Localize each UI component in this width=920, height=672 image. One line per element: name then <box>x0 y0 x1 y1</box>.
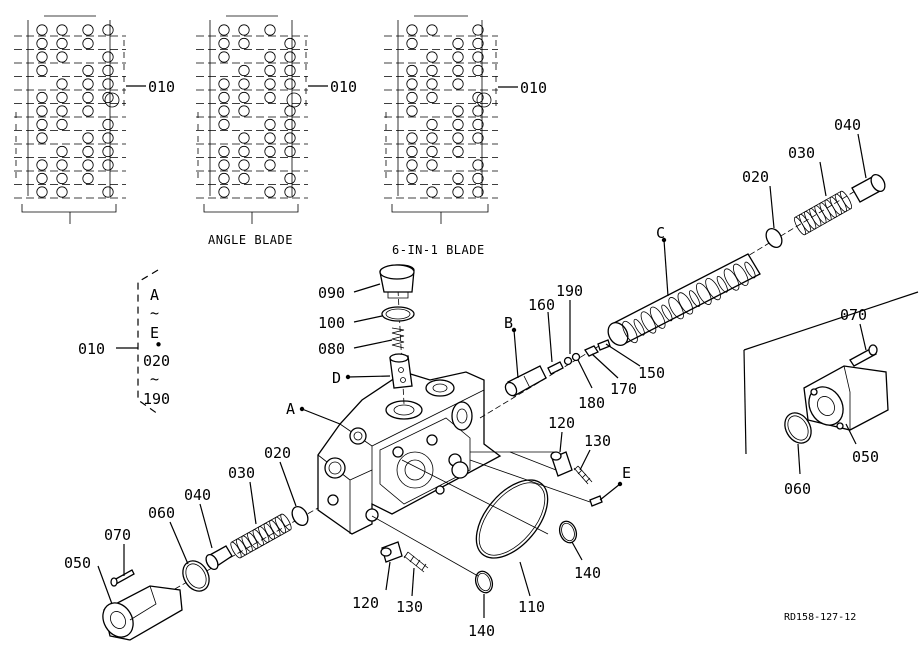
top-plug-stack <box>379 264 415 405</box>
legend-tilde-1: ~ <box>150 304 159 322</box>
label-060-lower: 060 <box>148 504 175 522</box>
label-170: 170 <box>610 380 637 398</box>
legend-bracket: 010 A ~ E • 020 ~ 190 <box>78 269 170 415</box>
label-040-upper: 040 <box>834 116 861 134</box>
label-060-right: 060 <box>784 480 811 498</box>
label-030-lower: 030 <box>228 464 255 482</box>
legend-range-mid: E <box>150 324 159 342</box>
label-070-lower: 070 <box>104 526 131 544</box>
ref-d: D <box>332 369 341 387</box>
ref-b: B <box>504 314 513 332</box>
legend-range-from: 020 <box>143 352 170 370</box>
view-3-callout: 010 <box>520 79 547 97</box>
label-120-upper: 120 <box>548 414 575 432</box>
view-2-callout: 010 <box>330 78 357 96</box>
view-1-callout: 010 <box>148 78 175 96</box>
label-090: 090 <box>318 284 345 302</box>
label-100: 100 <box>318 314 345 332</box>
view-2-caption: ANGLE BLADE <box>208 233 293 247</box>
label-140-lower: 140 <box>468 622 495 640</box>
valve-stack-view-1 <box>14 15 126 224</box>
label-180: 180 <box>578 394 605 412</box>
view-3-caption: 6-IN-1 BLADE <box>392 243 485 257</box>
label-020-lower: 020 <box>264 444 291 462</box>
legend-range-start: A <box>150 286 159 304</box>
valve-stack-view-2 <box>196 15 308 224</box>
side-port-parts <box>371 451 603 594</box>
label-130-lower: 130 <box>396 598 423 616</box>
legend-callout: 010 <box>78 340 105 358</box>
label-120-lower: 120 <box>352 594 379 612</box>
leader-lines <box>97 133 867 618</box>
label-130-upper: 130 <box>584 432 611 450</box>
ref-c: C <box>656 224 665 242</box>
ref-a: A <box>286 400 295 418</box>
label-020-upper: 020 <box>742 168 769 186</box>
cap-detail-view <box>743 291 919 455</box>
left-spring-assembly <box>102 506 319 641</box>
valve-stack-view-3 <box>384 15 498 224</box>
label-070-right: 070 <box>840 306 867 324</box>
label-050-right: 050 <box>852 448 879 466</box>
valve-body <box>317 371 502 535</box>
label-190: 190 <box>556 282 583 300</box>
label-040-lower: 040 <box>184 486 211 504</box>
label-140-upper: 140 <box>574 564 601 582</box>
label-050-lower: 050 <box>64 554 91 572</box>
label-160: 160 <box>528 296 555 314</box>
label-030-upper: 030 <box>788 144 815 162</box>
legend-tilde-2: ~ <box>150 370 159 388</box>
label-080: 080 <box>318 340 345 358</box>
reference-dots <box>299 237 667 487</box>
ref-e: E <box>622 464 631 482</box>
drawing-number: RD158-127-12 <box>784 612 856 623</box>
legend-range-to: 190 <box>143 390 170 408</box>
legend-bullet: • <box>154 336 163 354</box>
label-150: 150 <box>638 364 665 382</box>
label-110: 110 <box>518 598 545 616</box>
